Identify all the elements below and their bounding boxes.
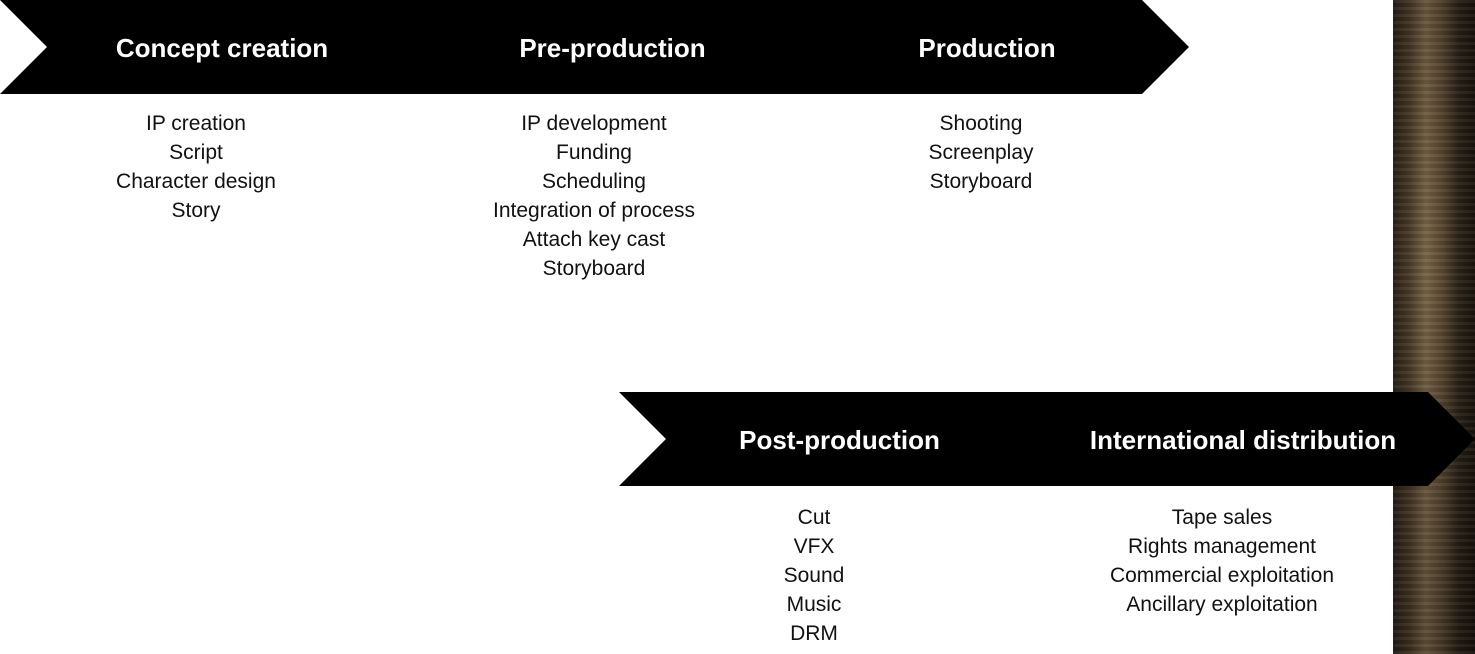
stage-pre-production: Pre-production bbox=[392, 0, 829, 94]
list-item: Attach key cast bbox=[522, 228, 666, 251]
list-item: Funding bbox=[556, 141, 632, 164]
list-item: DRM bbox=[790, 622, 838, 645]
list-item: Character design bbox=[116, 170, 276, 193]
stage-concept-creation-items: IP creation Script Character design Stor… bbox=[46, 109, 346, 225]
stage-production-items: Shooting Screenplay Storyboard bbox=[831, 109, 1131, 196]
list-item: Scheduling bbox=[542, 170, 646, 193]
background-photo bbox=[1393, 0, 1475, 654]
stage-title: Concept creation bbox=[115, 32, 329, 63]
stage-title: Production bbox=[918, 32, 1056, 63]
list-item: Storyboard bbox=[542, 257, 646, 280]
list-item: IP creation bbox=[145, 112, 246, 135]
stage-production: Production bbox=[781, 0, 1189, 94]
stage-concept-creation: Concept creation bbox=[0, 0, 440, 94]
list-item: Sound bbox=[783, 564, 845, 587]
stage-international-distribution-items: Tape sales Rights management Commercial … bbox=[1072, 503, 1372, 619]
list-item: Commercial exploitation bbox=[1109, 564, 1335, 587]
stage-international-distribution: International distribution bbox=[1005, 392, 1475, 486]
stage-post-production: Post-production bbox=[619, 392, 1056, 486]
list-item: Script bbox=[169, 141, 223, 164]
stage-title: Post-production bbox=[739, 424, 940, 455]
list-item: Integration of process bbox=[493, 199, 695, 222]
stage-title: International distribution bbox=[1089, 424, 1397, 455]
list-item: Story bbox=[171, 199, 221, 222]
stage-post-production-items: Cut VFX Sound Music DRM bbox=[664, 503, 964, 648]
list-item: Storyboard bbox=[929, 170, 1033, 193]
stage-title: Pre-production bbox=[519, 32, 706, 63]
stage-pre-production-items: IP development Funding Scheduling Integr… bbox=[444, 109, 744, 283]
list-item: Tape sales bbox=[1171, 506, 1273, 529]
list-item: VFX bbox=[793, 535, 835, 558]
list-item: Rights management bbox=[1128, 535, 1316, 558]
list-item: Cut bbox=[797, 506, 831, 529]
list-item: Ancillary exploitation bbox=[1126, 593, 1318, 616]
list-item: IP development bbox=[521, 112, 667, 135]
list-item: Shooting bbox=[939, 112, 1023, 135]
list-item: Screenplay bbox=[928, 141, 1034, 164]
list-item: Music bbox=[786, 593, 842, 616]
